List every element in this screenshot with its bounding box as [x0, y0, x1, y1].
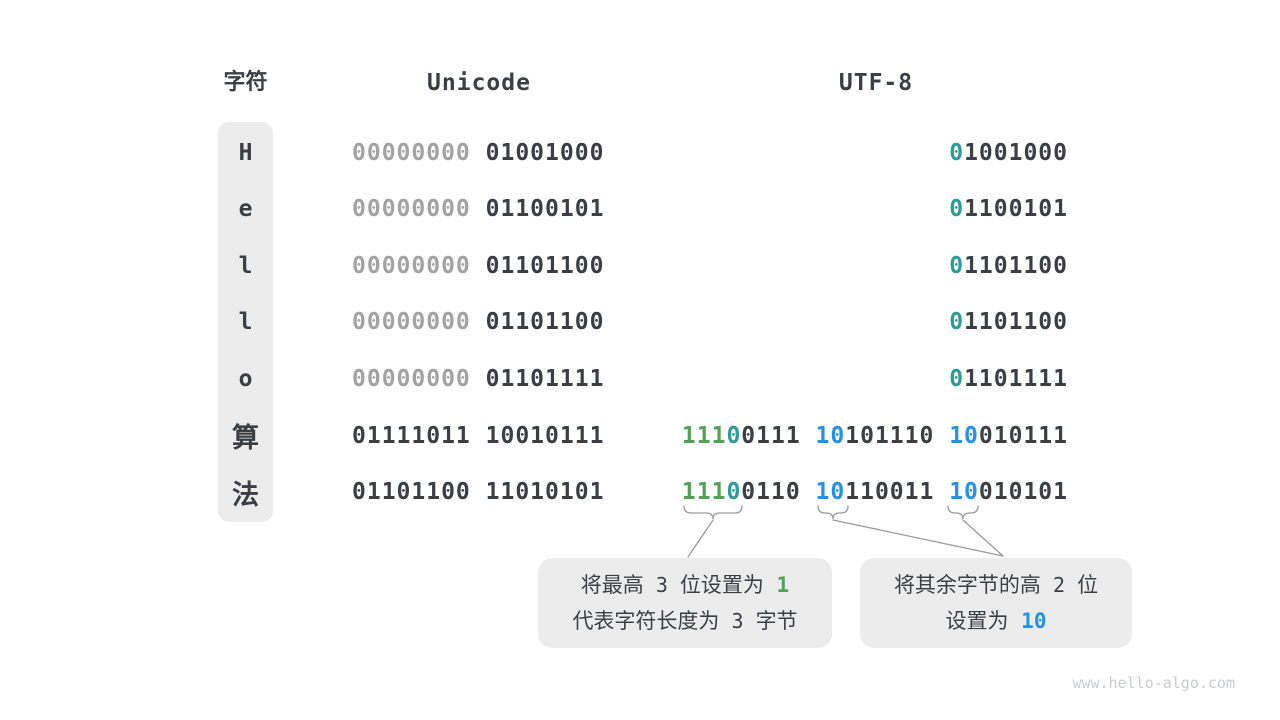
- character-label: H: [238, 139, 253, 166]
- table-row: l 00000000 01101100 01101100: [0, 237, 1280, 294]
- connector-line-mid: [832, 519, 1004, 557]
- character-label: o: [238, 365, 253, 392]
- column-header-character: 字符: [223, 70, 268, 95]
- table-row: H 00000000 01001000 01001000: [0, 124, 1280, 181]
- unicode-binary: 00000000 01101100: [352, 252, 605, 279]
- watermark: www.hello-algo.com: [1072, 674, 1235, 692]
- utf8-binary: 01101111: [949, 365, 1068, 392]
- character-label: 算: [232, 423, 259, 454]
- column-header-unicode: Unicode: [427, 70, 531, 96]
- unicode-binary: 00000000 01100101: [352, 196, 605, 223]
- table-row: 法 01101100 11010101 11100110 10110011 1001…: [0, 464, 1280, 521]
- unicode-binary: 01111011 10010111: [352, 422, 605, 449]
- character-label: l: [238, 252, 253, 279]
- table-row: o 00000000 01101111 01101111: [0, 350, 1280, 407]
- callout-continuation-rule: 将其余字节的高 2 位 设置为 10: [860, 558, 1132, 648]
- unicode-binary: 00000000 01001000: [352, 139, 605, 166]
- table-row: e 00000000 01100101 01100101: [0, 181, 1280, 238]
- connector-line-right: [962, 519, 1004, 557]
- callout-high-bits-rule: 将最高 3 位设置为 1 代表字符长度为 3 字节: [538, 558, 832, 648]
- unicode-binary: 01101100 11010101: [352, 479, 605, 506]
- connector-line-left: [687, 519, 714, 558]
- table-row: 算 01111011 10010111 11100111 10101110 1001…: [0, 407, 1280, 464]
- character-label: e: [238, 196, 253, 223]
- character-column-background: [218, 122, 273, 522]
- column-header-utf8: UTF-8: [838, 70, 914, 96]
- utf8-binary: 01001000: [949, 139, 1068, 166]
- table-row: l 00000000 01101100 01101100: [0, 294, 1280, 351]
- character-label: l: [238, 309, 253, 336]
- utf8-binary: 11100110 10110011 10010101: [681, 479, 1068, 506]
- unicode-binary: 00000000 01101111: [352, 365, 605, 392]
- utf8-binary: 01101100: [949, 252, 1068, 279]
- character-label: 法: [232, 479, 259, 511]
- utf8-binary: 11100111 10101110 10010111: [681, 422, 1068, 449]
- utf8-binary: 01101100: [949, 309, 1068, 336]
- utf8-binary: 01100101: [949, 196, 1068, 223]
- unicode-binary: 00000000 01101100: [352, 309, 605, 336]
